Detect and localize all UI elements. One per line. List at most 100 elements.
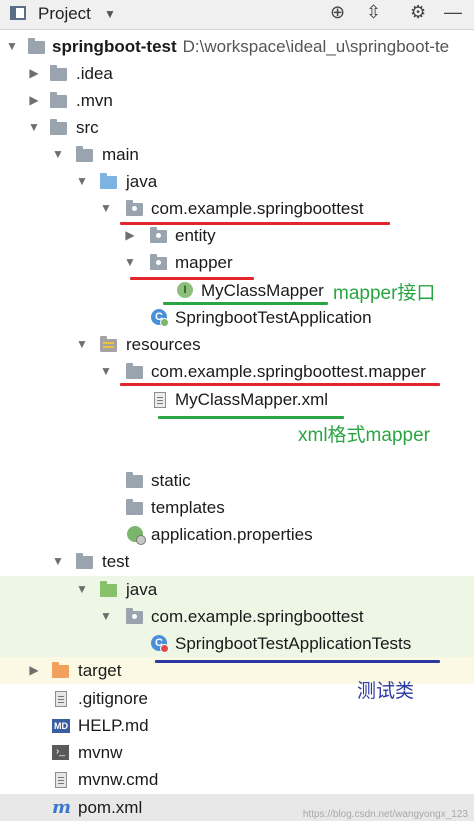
- tree-row-static[interactable]: static: [0, 467, 474, 494]
- green-underline-xml: [158, 416, 344, 419]
- collapse-icon[interactable]: ⇳: [366, 2, 382, 22]
- resources-folder-icon: [100, 336, 117, 352]
- tree-row-myclassmapper-xml[interactable]: MyClassMapper.xml: [0, 386, 474, 413]
- project-path: D:\workspace\ideal_u\springboot-te: [182, 37, 450, 56]
- tree-label: resources: [126, 335, 201, 354]
- tree-row-mvn[interactable]: ▶ .mvn: [0, 87, 474, 114]
- tree-label: MyClassMapper: [201, 281, 324, 300]
- tree-label: com.example.springboottest.mapper: [151, 362, 426, 381]
- chevron-down-icon[interactable]: ▼: [76, 174, 88, 188]
- folder-icon: [76, 553, 93, 569]
- spring-class-icon: C: [151, 309, 169, 327]
- tree-row-application-properties[interactable]: application.properties: [0, 521, 474, 548]
- tree-row-src[interactable]: ▼ src: [0, 114, 474, 141]
- tree-row-mvnw-cmd[interactable]: mvnw.cmd: [0, 766, 474, 793]
- chevron-right-icon[interactable]: ▶: [29, 66, 39, 80]
- tree-row-springboottestapplication[interactable]: C SpringbootTestApplication: [0, 304, 474, 331]
- source-folder-icon: [100, 173, 117, 189]
- tree-row-help-md[interactable]: MD HELP.md: [0, 712, 474, 739]
- xml-file-icon: [154, 392, 166, 408]
- chevron-down-icon[interactable]: ▼: [6, 39, 18, 53]
- annotation-mapper-interface: mapper接口: [333, 283, 436, 304]
- hide-icon[interactable]: —: [444, 2, 462, 22]
- tree-row-package-test[interactable]: ▼ com.example.springboottest: [0, 603, 474, 630]
- tree-label: entity: [175, 226, 216, 245]
- panel-title[interactable]: Project: [38, 4, 91, 23]
- terminal-icon: ›_: [52, 745, 69, 760]
- tree-label: pom.xml: [78, 798, 143, 817]
- folder-icon: [50, 65, 67, 81]
- properties-icon: [127, 526, 146, 545]
- module-folder-icon: [28, 38, 45, 54]
- test-class-icon: C: [151, 635, 169, 653]
- folder-icon: [50, 92, 67, 108]
- tree-label: com.example.springboottest: [151, 607, 364, 626]
- folder-icon: [126, 472, 143, 488]
- red-underline-package: [120, 222, 390, 225]
- tree-row-myclassmapper[interactable]: I MyClassMapper: [0, 277, 474, 304]
- tree-row-resources-mapper[interactable]: ▼ com.example.springboottest.mapper: [0, 358, 474, 385]
- chevron-down-icon[interactable]: ▼: [100, 364, 112, 378]
- interface-icon: I: [177, 282, 193, 298]
- chevron-right-icon[interactable]: ▶: [29, 663, 39, 677]
- green-underline-mapper-interface: [163, 302, 328, 305]
- tree-row-pom-xml[interactable]: m pom.xml: [0, 794, 474, 821]
- tree-label: com.example.springboottest: [151, 199, 364, 218]
- tree-label: SpringbootTestApplication: [175, 308, 372, 327]
- window-icon: [10, 6, 26, 20]
- tree-row-entity[interactable]: ▶ entity: [0, 222, 474, 249]
- red-underline-resources-mapper: [120, 383, 440, 386]
- annotation-test-class: 测试类: [357, 681, 415, 702]
- watermark: https://blog.csdn.net/wangyongx_123: [302, 809, 468, 820]
- annotation-xml-mapper: xml格式mapper: [298, 425, 430, 446]
- chevron-down-icon[interactable]: ▼: [76, 582, 88, 596]
- tree-row-mapper[interactable]: ▼ mapper: [0, 249, 474, 276]
- tree-row-gitignore[interactable]: .gitignore: [0, 685, 474, 712]
- tree-row-idea[interactable]: ▶ .idea: [0, 60, 474, 87]
- tree-label: mvnw: [78, 743, 123, 762]
- tree-row-springboottestapplicationtests[interactable]: C SpringbootTestApplicationTests: [0, 630, 474, 657]
- tree-label: templates: [151, 498, 225, 517]
- tree-row-java-test[interactable]: ▼ java: [0, 576, 474, 603]
- gear-icon[interactable]: ⚙: [410, 2, 427, 22]
- tree-label: java: [126, 172, 158, 191]
- chevron-down-icon[interactable]: ▼: [124, 255, 136, 269]
- chevron-right-icon[interactable]: ▶: [29, 93, 39, 107]
- package-icon: [126, 608, 143, 624]
- file-icon: [55, 691, 67, 707]
- tree-row-resources[interactable]: ▼ resources: [0, 331, 474, 358]
- tree-label: java: [126, 580, 158, 599]
- tree-label: springboot-test: [52, 37, 177, 56]
- tree-label: MyClassMapper.xml: [175, 390, 329, 409]
- excluded-folder-icon: [52, 662, 69, 678]
- tree-label: application.properties: [151, 525, 313, 544]
- folder-icon: [50, 119, 67, 135]
- chevron-down-icon[interactable]: ▼: [76, 337, 88, 351]
- chevron-down-icon[interactable]: ▼: [28, 120, 40, 134]
- chevron-right-icon[interactable]: ▶: [125, 228, 135, 242]
- test-source-folder-icon: [100, 581, 117, 597]
- maven-icon: m: [52, 797, 72, 818]
- tree-row-package-main[interactable]: ▼ com.example.springboottest: [0, 195, 474, 222]
- tree-row-main[interactable]: ▼ main: [0, 141, 474, 168]
- chevron-down-icon[interactable]: ▼: [104, 7, 116, 21]
- tree-row-java-main[interactable]: ▼ java: [0, 168, 474, 195]
- file-icon: [55, 772, 67, 788]
- tree-label: main: [102, 145, 139, 164]
- chevron-down-icon[interactable]: ▼: [100, 201, 112, 215]
- chevron-down-icon[interactable]: ▼: [100, 609, 112, 623]
- red-underline-mapper: [130, 277, 254, 280]
- tree-row-templates[interactable]: templates: [0, 494, 474, 521]
- tree-label: src: [76, 118, 99, 137]
- tree-label: SpringbootTestApplicationTests: [175, 634, 412, 653]
- blue-underline-test: [155, 660, 440, 663]
- chevron-down-icon[interactable]: ▼: [52, 554, 64, 568]
- package-icon: [126, 200, 143, 216]
- chevron-down-icon[interactable]: ▼: [52, 147, 64, 161]
- folder-icon: [126, 363, 143, 379]
- tree-row-springboot-test[interactable]: ▼ springboot-test D:\workspace\ideal_u\sp…: [0, 33, 474, 60]
- tree-row-mvnw[interactable]: ›_ mvnw: [0, 739, 474, 766]
- folder-icon: [126, 499, 143, 515]
- tree-row-test[interactable]: ▼ test: [0, 548, 474, 575]
- target-icon[interactable]: ⊕: [330, 2, 346, 22]
